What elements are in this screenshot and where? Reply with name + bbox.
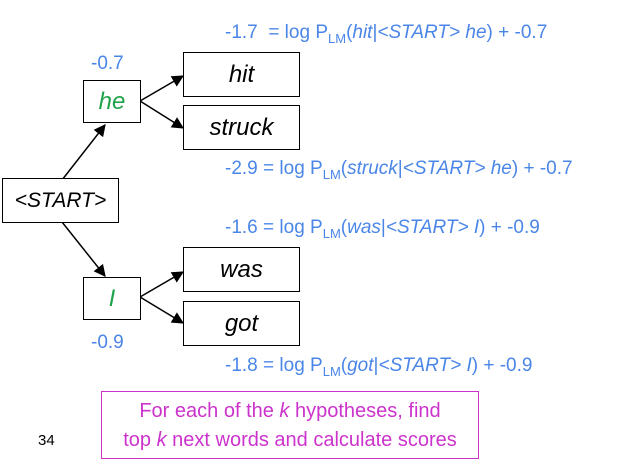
edge-i-got — [139, 296, 185, 324]
formula-struck-tail: + -0.7 — [523, 158, 573, 179]
node-was: was — [183, 247, 300, 292]
caption-line-1: For each of the k hypotheses, find — [102, 397, 478, 426]
formula-hit-value: -1.7 — [225, 22, 258, 43]
caption-line2-post: next words and calculate scores — [166, 429, 457, 451]
caption-box: For each of the k hypotheses, find top k… — [101, 391, 479, 459]
score-he: -0.7 — [91, 53, 124, 74]
node-struck: struck — [183, 105, 300, 150]
formula-got-cond: <START> I — [378, 355, 472, 376]
node-i: I — [83, 277, 141, 320]
caption-line1-post: hypotheses, find — [289, 400, 441, 422]
formula-struck-word: struck — [347, 158, 398, 179]
formula-was: -1.6 = log PLM(was|<START> I) + -0.9 — [225, 217, 540, 241]
node-got: got — [183, 301, 300, 346]
caption-line1-pre: For each of the — [139, 400, 280, 422]
formula-hit: -1.7 = log PLM(hit|<START> he) + -0.7 — [225, 22, 548, 46]
node-he-label: he — [98, 87, 126, 115]
formula-hit-sub: LM — [328, 31, 347, 46]
formula-got-value: -1.8 — [225, 355, 258, 376]
caption-k2: k — [156, 429, 167, 451]
formula-struck: -2.9 = log PLM(struck|<START> he) + -0.7 — [225, 158, 573, 182]
node-he: he — [83, 80, 141, 123]
edge-he-hit — [139, 75, 185, 102]
node-hit: hit — [183, 52, 300, 97]
formula-got-word: got — [347, 355, 374, 376]
score-i: -0.9 — [91, 332, 124, 353]
page-number: 34 — [38, 432, 55, 449]
formula-was-word: was — [347, 217, 381, 238]
caption-line-2: top k next words and calculate scores — [102, 426, 478, 455]
edge-start-he — [61, 124, 106, 181]
caption-line2-pre: top — [123, 429, 157, 451]
formula-struck-sub: LM — [322, 167, 341, 182]
node-got-label: got — [224, 309, 259, 337]
formula-got-sub: LM — [322, 364, 341, 379]
formula-got-eq: = log P — [263, 355, 323, 376]
formula-was-value: -1.6 — [225, 217, 258, 238]
node-hit-label: hit — [228, 60, 255, 88]
node-start-label: <START> — [14, 188, 107, 212]
formula-hit-cond: <START> he — [377, 22, 487, 43]
formula-was-eq: = log P — [263, 217, 323, 238]
formula-struck-cond: <START> he — [402, 158, 512, 179]
caption-k1: k — [279, 400, 290, 422]
edge-i-was — [139, 271, 185, 298]
node-i-label: I — [108, 284, 116, 312]
node-start: <START> — [2, 178, 119, 223]
node-struck-label: struck — [209, 113, 274, 141]
edge-start-i — [61, 221, 106, 277]
formula-got-tail: + -0.9 — [483, 355, 533, 376]
formula-struck-eq: = log P — [263, 158, 323, 179]
formula-struck-value: -2.9 — [225, 158, 258, 179]
formula-got: -1.8 = log PLM(got|<START> I) + -0.9 — [225, 355, 533, 379]
node-was-label: was — [220, 255, 263, 283]
formula-was-cond: <START> I — [385, 217, 480, 238]
formula-was-tail: + -0.9 — [490, 217, 540, 238]
formula-was-sub: LM — [322, 226, 341, 241]
edge-he-struck — [139, 100, 185, 129]
formula-hit-tail: + -0.7 — [498, 22, 548, 43]
formula-hit-eq: = log P — [268, 22, 328, 43]
formula-hit-word: hit — [352, 22, 373, 43]
